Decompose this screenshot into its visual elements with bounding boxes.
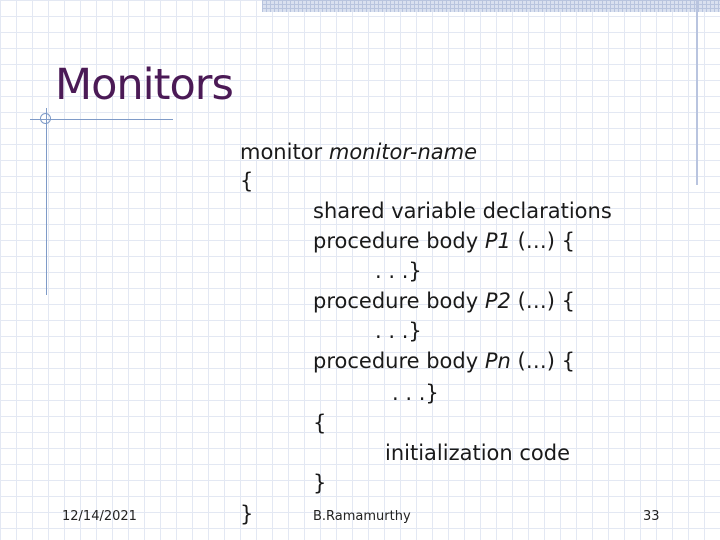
footer-date: 12/14/2021 <box>62 509 137 524</box>
title-side-line <box>46 108 47 295</box>
decorative-corner-line <box>696 0 698 185</box>
init-open-brace: { <box>313 411 327 435</box>
monitor-keyword: monitor <box>240 140 323 164</box>
code-monitor-line: monitor monitor-name <box>240 142 477 163</box>
slide-title: Monitors <box>55 60 234 110</box>
procedure-keyword: procedure body <box>313 349 479 373</box>
open-brace: { <box>240 169 254 193</box>
procedure-keyword: procedure body <box>313 229 479 253</box>
procedure-body-2: . . .} <box>375 319 422 343</box>
shared-declarations: shared variable declarations <box>313 199 612 223</box>
initialization-code: initialization code <box>385 441 571 465</box>
procedure-line-1: procedure body P1 (…) { <box>313 231 575 252</box>
init-close-brace: } <box>313 471 327 495</box>
procedure-line-2: procedure body P2 (…) { <box>313 291 575 312</box>
decorative-corner-band <box>262 0 720 12</box>
procedure-name: Pn <box>484 349 511 373</box>
title-underline <box>30 119 173 120</box>
footer-author: B.Ramamurthy <box>313 509 411 524</box>
procedure-params: (…) { <box>517 229 575 253</box>
close-brace: } <box>240 502 254 526</box>
monitor-name: monitor-name <box>328 140 478 164</box>
title-circle-ornament <box>40 113 51 124</box>
procedure-keyword: procedure body <box>313 289 479 313</box>
procedure-params: (…) { <box>517 289 575 313</box>
procedure-body-3: . . .} <box>392 381 439 405</box>
procedure-name: P1 <box>484 229 511 253</box>
footer-page-number: 33 <box>643 509 660 524</box>
procedure-line-3: procedure body Pn (…) { <box>313 351 575 372</box>
procedure-body-1: . . .} <box>375 259 422 283</box>
procedure-params: (…) { <box>517 349 575 373</box>
procedure-name: P2 <box>484 289 511 313</box>
